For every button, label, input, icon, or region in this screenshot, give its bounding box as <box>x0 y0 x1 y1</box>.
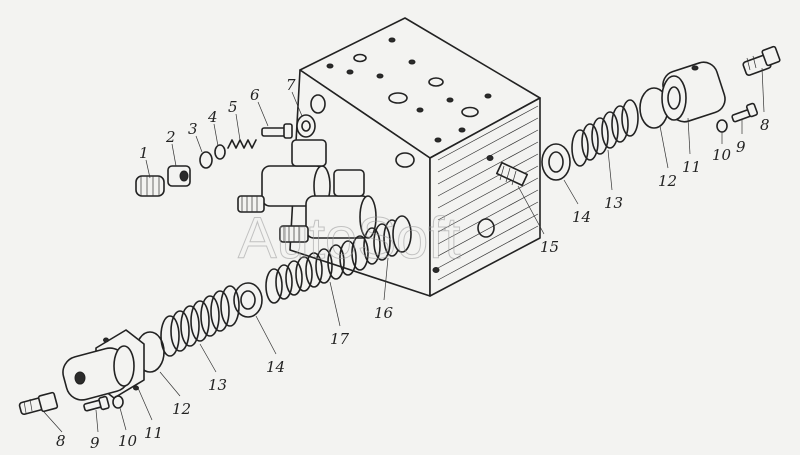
label-8-right: 8 <box>760 116 770 134</box>
block-side-port <box>310 94 326 114</box>
block-top-holes <box>326 37 492 143</box>
label-9-right: 9 <box>736 138 746 156</box>
part-7-cap <box>296 114 316 138</box>
part-8-right-fitting <box>742 45 781 76</box>
fitting-15 <box>495 161 529 187</box>
part-14-left-ring <box>233 282 263 318</box>
part-11-right-cover <box>661 61 726 123</box>
label-16: 16 <box>374 304 394 322</box>
label-3: 3 <box>188 120 198 138</box>
label-14-right: 14 <box>572 208 591 226</box>
label-11-right: 11 <box>682 158 701 176</box>
part-5-spring <box>227 139 257 149</box>
label-9-left: 9 <box>90 434 100 452</box>
part-1-nut <box>135 175 165 197</box>
label-11-left: 11 <box>144 424 163 442</box>
block-front-port <box>477 218 495 238</box>
label-4: 4 <box>207 108 218 126</box>
label-12-left: 12 <box>172 400 191 418</box>
part-13-right-spring <box>571 99 639 167</box>
label-7: 7 <box>286 76 296 94</box>
label-14-left: 14 <box>266 358 285 376</box>
label-13-left: 13 <box>208 376 227 394</box>
block-side-port-2 <box>395 152 415 168</box>
label-15: 15 <box>540 238 559 256</box>
part-13-left-spring <box>160 285 240 357</box>
part-9-right-screw <box>731 102 759 123</box>
label-17: 17 <box>330 330 350 348</box>
label-1: 1 <box>139 144 149 162</box>
part-9-left-screw <box>83 395 110 412</box>
label-6: 6 <box>250 86 260 104</box>
label-13-right: 13 <box>604 194 623 212</box>
part-10-right-washer <box>716 119 728 133</box>
part-11-left-cover <box>62 329 145 401</box>
callout-labels: 1 2 3 4 5 6 7 8 11 12 10 9 13 14 15 16 1… <box>56 76 770 452</box>
part-4-ring <box>214 144 226 160</box>
part-16-sleeve <box>363 215 412 265</box>
part-10-left-washer <box>112 395 124 409</box>
part-3-washer <box>199 151 213 169</box>
label-12-right: 12 <box>658 172 677 190</box>
label-10-right: 10 <box>712 146 732 164</box>
label-10-left: 10 <box>118 432 138 450</box>
label-8-left: 8 <box>56 432 66 450</box>
watermark: AutoSoft <box>238 206 460 271</box>
solenoid-lower <box>279 169 377 243</box>
leader-lines <box>43 67 765 433</box>
part-6-pin <box>261 123 293 139</box>
label-2: 2 <box>165 128 176 146</box>
label-5: 5 <box>228 98 238 116</box>
block-right-face <box>429 97 541 297</box>
part-2-plug <box>167 165 191 187</box>
part-14-right-ring <box>541 143 571 181</box>
part-17-spool <box>265 235 369 304</box>
part-8-left-fitting <box>18 391 59 416</box>
